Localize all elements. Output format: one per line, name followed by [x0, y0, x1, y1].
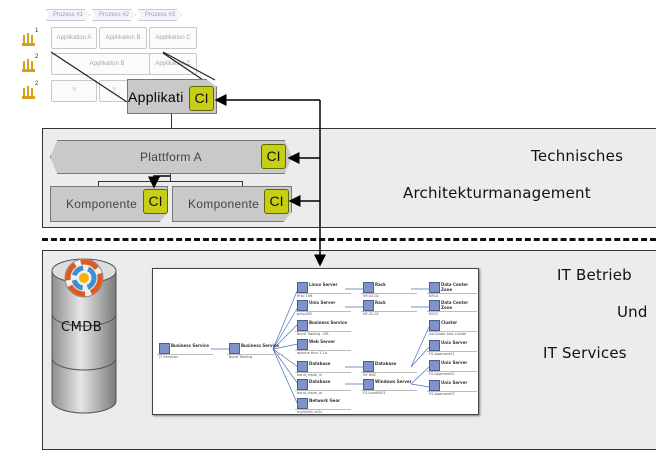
it-section-title-line3: IT Services — [543, 344, 627, 362]
connector-line — [171, 114, 172, 140]
connector-line — [98, 181, 243, 182]
ci-arrows — [148, 94, 326, 267]
map-node: Data Center Zone NY2C — [427, 299, 477, 316]
map-node: Business Service IT Services — [157, 342, 213, 359]
app-cell: Applikation B — [99, 27, 147, 49]
map-node: Linux Server fmsl 106 — [295, 281, 351, 298]
zone-icon — [429, 300, 440, 311]
component-label: Komponente — [188, 197, 260, 211]
map-node: Unix Server FS-Appmem03 — [427, 379, 477, 396]
server-icon — [429, 360, 440, 371]
service-icon — [229, 343, 240, 354]
app-cell: Applikation C — [149, 27, 197, 49]
database-icon — [363, 361, 374, 372]
ci-badge: CI — [143, 189, 168, 214]
dashed-separator — [42, 238, 656, 241]
user-group-icon: 2 — [21, 54, 41, 74]
map-node: Business Service Bond Trading — [227, 342, 283, 359]
it-section-title-line1: IT Betrieb — [557, 266, 632, 284]
server-icon — [297, 300, 308, 311]
tech-section-title-line1: Technisches — [531, 147, 624, 165]
map-node: Business Service Bond Trading - DR — [295, 319, 351, 336]
process-step-3: Prozess #3 — [138, 9, 182, 21]
connector-line — [170, 174, 171, 182]
zone-icon — [429, 282, 440, 293]
server-icon — [429, 380, 440, 391]
server-icon — [363, 379, 374, 390]
map-node: Database bond_trade_m — [295, 360, 351, 377]
map-node: Unix Server FS-Appmem01 — [427, 339, 477, 356]
map-node: Rack NY-02-02 — [361, 299, 417, 316]
rack-icon — [363, 282, 374, 293]
ci-badge: CI — [189, 86, 214, 111]
connector-line — [242, 181, 243, 187]
cmdb-database-icon: CMDB — [50, 256, 118, 416]
map-node: Unix Server FS-Appmem02 — [427, 359, 477, 376]
server-icon — [429, 340, 440, 351]
app-cell: Applikation C — [149, 53, 197, 75]
ci-badge: CI — [264, 189, 289, 214]
process-map: Prozess #1 Prozess #2 Prozess #3 Applika… — [20, 8, 205, 116]
map-node: Database bond_trade_dr — [295, 378, 351, 395]
database-icon — [297, 361, 308, 372]
map-node: Unix Server pchp002 — [295, 299, 351, 316]
applikation-label: Applikati — [128, 89, 184, 105]
service-map-screenshot: Business Service IT Services Business Se… — [152, 268, 479, 415]
service-icon — [159, 343, 170, 354]
platform-box: Plattform A — [50, 140, 292, 174]
process-step-2: Prozess #2 — [92, 9, 136, 21]
app-cell: ? — [51, 80, 97, 102]
server-icon — [297, 282, 308, 293]
app-cell: Applikation B — [51, 53, 163, 75]
cmdb-label: CMDB — [61, 320, 103, 335]
map-node: Cluster VxCluster test cluster — [427, 319, 477, 336]
map-node: Rack NY-02-02 — [361, 281, 417, 298]
tech-section-title-line2: Architekturmanagement — [403, 184, 591, 202]
it-section-title-line2: Und — [617, 303, 648, 321]
map-node: Web Server apache thru 1.1b — [295, 338, 351, 355]
map-node: Data Center Zone NY1A — [427, 281, 477, 298]
map-node: Network Gear mylb00m-m2c — [295, 397, 351, 414]
app-cell: Applikation A — [51, 27, 97, 49]
process-step-1: Prozess #1 — [46, 9, 90, 21]
user-group-icon: 2 — [21, 81, 41, 101]
map-node: Windows Server FS-Load0001 — [361, 378, 417, 395]
ci-badge: CI — [261, 144, 286, 169]
platform-label: Plattform A — [140, 150, 202, 164]
connector-line — [98, 181, 99, 187]
cluster-icon — [429, 320, 440, 331]
network-icon — [297, 398, 308, 409]
database-icon — [297, 379, 308, 390]
map-node: Database NY NAC — [361, 360, 417, 377]
server-icon — [297, 339, 308, 350]
user-group-icon: 1 — [21, 28, 41, 48]
rack-icon — [363, 300, 374, 311]
component-label: Komponente — [66, 197, 138, 211]
service-icon — [297, 320, 308, 331]
